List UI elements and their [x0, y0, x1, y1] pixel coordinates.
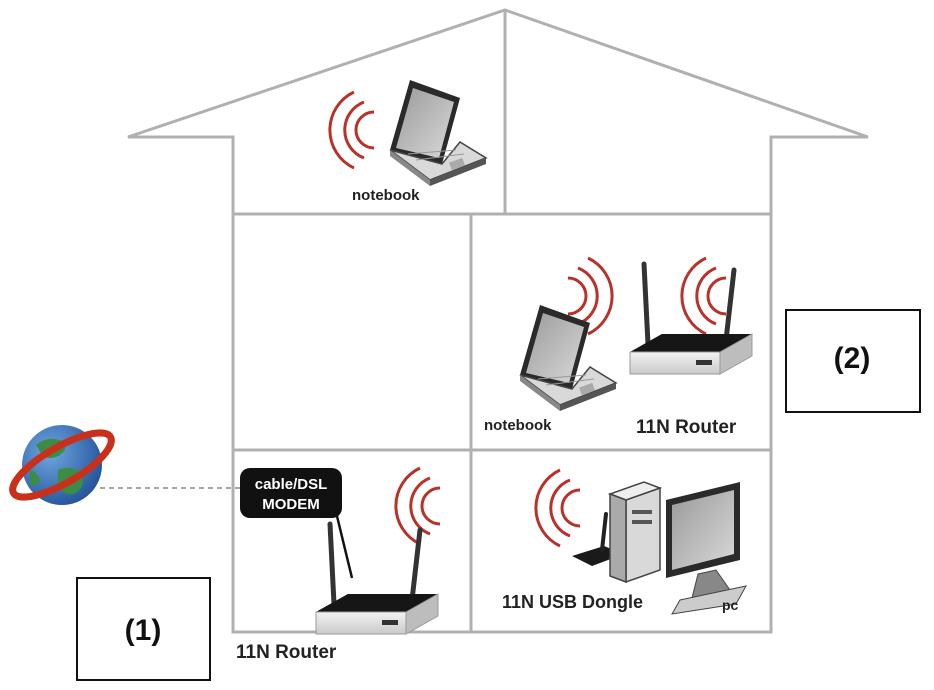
- callout-box-2-label: (2): [834, 342, 871, 375]
- callout-box-1: (1): [76, 577, 211, 681]
- usb-dongle-label: 11N USB Dongle: [502, 592, 643, 612]
- notebook-attic-label: notebook: [352, 187, 420, 204]
- ground-left-group: cable/DSL MODEM 11N Router: [236, 466, 442, 663]
- modem-label-line1: cable/DSL: [255, 476, 328, 493]
- modem-badge: cable/DSL MODEM: [240, 468, 342, 518]
- wifi-waves-icon: [680, 256, 728, 336]
- wifi-waves-icon: [328, 90, 376, 170]
- globe-icon: [9, 425, 115, 505]
- modem-label-line2: MODEM: [262, 496, 320, 513]
- laptop-icon: [519, 304, 617, 412]
- internet-group: [9, 425, 240, 505]
- router-icon: [316, 524, 438, 634]
- house-outline: [127, 8, 869, 634]
- laptop-icon: [389, 79, 487, 187]
- pc-label: pc: [722, 597, 739, 613]
- callout-box-2: (2): [785, 309, 921, 413]
- pc-icon: [607, 481, 747, 615]
- ground-right-group: 11N USB Dongle pc: [502, 468, 747, 615]
- router-icon: [630, 264, 752, 374]
- callout-box-1-label: (1): [125, 614, 162, 647]
- notebook-room-label: notebook: [484, 417, 552, 434]
- router-ground-label: 11N Router: [236, 642, 337, 663]
- attic-notebook-group: notebook: [328, 79, 487, 204]
- wifi-waves-icon: [534, 468, 582, 548]
- room2-group: notebook 11N Router: [484, 256, 752, 438]
- modem-cable: [334, 511, 354, 579]
- router-room-label: 11N Router: [636, 417, 737, 438]
